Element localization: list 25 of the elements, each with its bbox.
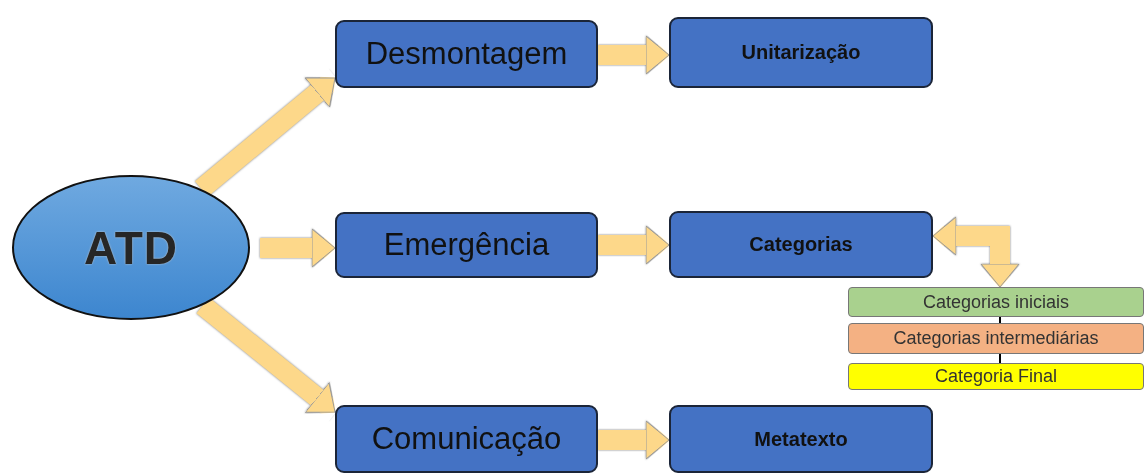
process-box: [335, 20, 598, 88]
node-label: Categorias intermediárias: [893, 328, 1099, 349]
node-label: Desmontagem: [365, 36, 568, 72]
node-label: Categorias: [749, 233, 853, 256]
node-label: ATD: [83, 220, 179, 275]
category-band: [848, 287, 1144, 317]
node-label: Unitarização: [741, 41, 861, 64]
node-label: Categoria Final: [934, 366, 1058, 387]
connector-line: [999, 353, 1001, 364]
block-arrow: [260, 228, 336, 268]
process-box: [669, 17, 933, 88]
process-box: [335, 405, 598, 473]
node-label: Comunicação: [371, 421, 562, 457]
block-arrow: [932, 216, 1020, 288]
process-box: [669, 405, 933, 473]
node-label: Emergência: [383, 227, 550, 263]
process-box: [335, 212, 598, 278]
block-arrow: [598, 420, 670, 460]
block-arrow: [598, 35, 670, 75]
category-band: [848, 363, 1144, 390]
node-label: Categorias iniciais: [922, 291, 1070, 313]
block-arrow: [598, 225, 670, 265]
category-band: [848, 323, 1144, 354]
node-label: Metatexto: [754, 427, 848, 451]
process-box: [669, 211, 933, 278]
